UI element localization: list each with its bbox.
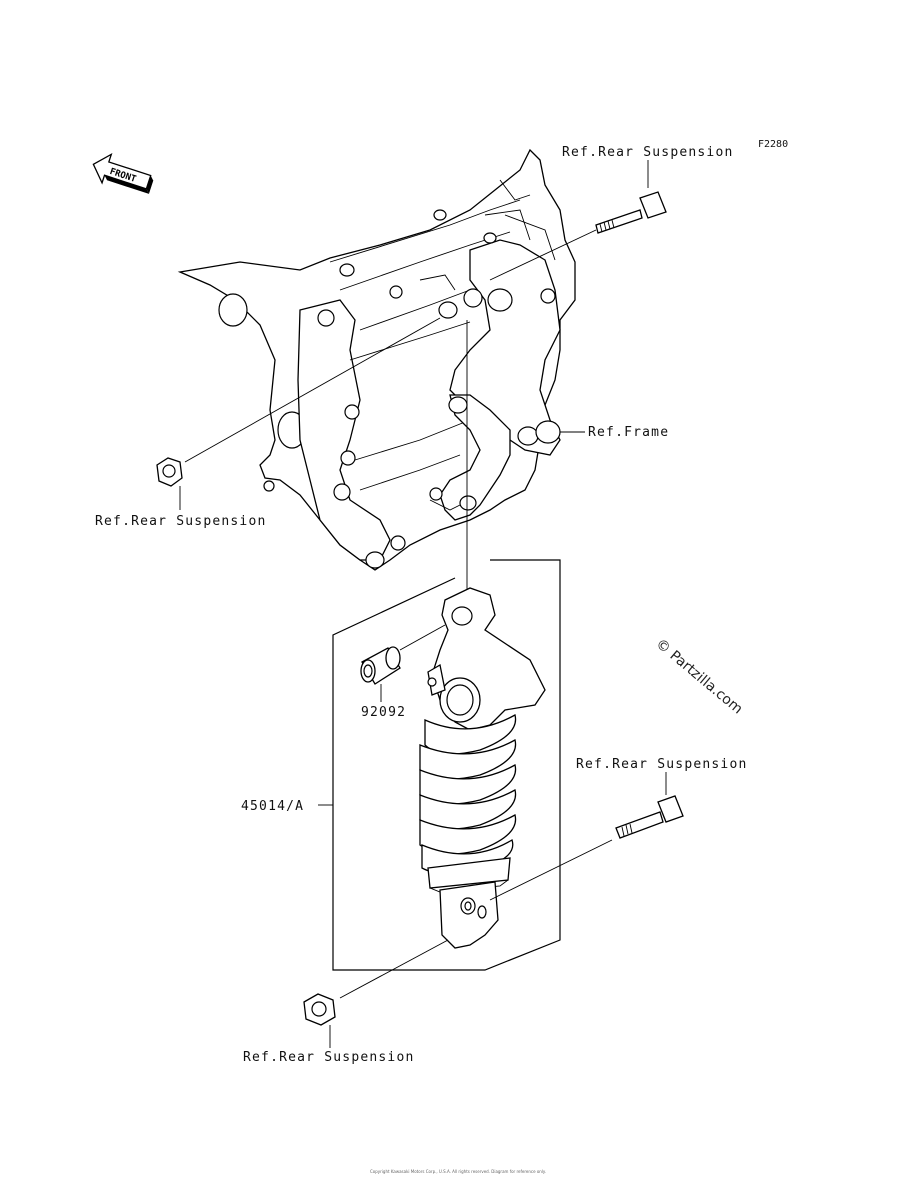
axis-right-bolt xyxy=(489,839,613,901)
bottom-nut xyxy=(303,993,336,1026)
axis-bushing xyxy=(399,624,446,651)
shock-absorber-illustration xyxy=(419,587,546,949)
top-bolt xyxy=(595,191,667,234)
label-top-right-ref: Ref.Rear Suspension xyxy=(562,145,734,160)
label-bushing: 92092 xyxy=(361,705,406,720)
copyright-footer: Copyright Kawasaki Motors Corp., U.S.A. … xyxy=(370,1169,546,1174)
diagram-code: F2280 xyxy=(758,139,788,150)
label-shock-absorber: 45014/A xyxy=(241,799,304,814)
frame-illustration xyxy=(177,148,576,571)
label-ref-frame: Ref.Frame xyxy=(588,425,669,440)
label-bottom-ref: Ref.Rear Suspension xyxy=(243,1050,415,1065)
shock-spring xyxy=(419,714,517,875)
front-arrow-icon: FRONT xyxy=(92,152,154,194)
right-bolt xyxy=(615,795,684,839)
assembly-bracket xyxy=(332,559,561,971)
axis-left-nut xyxy=(184,317,441,463)
watermark: © Partzilla.com xyxy=(652,636,745,718)
axis-top-bolt xyxy=(489,229,597,281)
axis-bottom-nut xyxy=(339,939,449,999)
bushing-92092 xyxy=(360,646,401,685)
label-left-ref: Ref.Rear Suspension xyxy=(95,514,267,529)
left-nut xyxy=(156,457,183,487)
label-right-ref: Ref.Rear Suspension xyxy=(576,757,748,772)
